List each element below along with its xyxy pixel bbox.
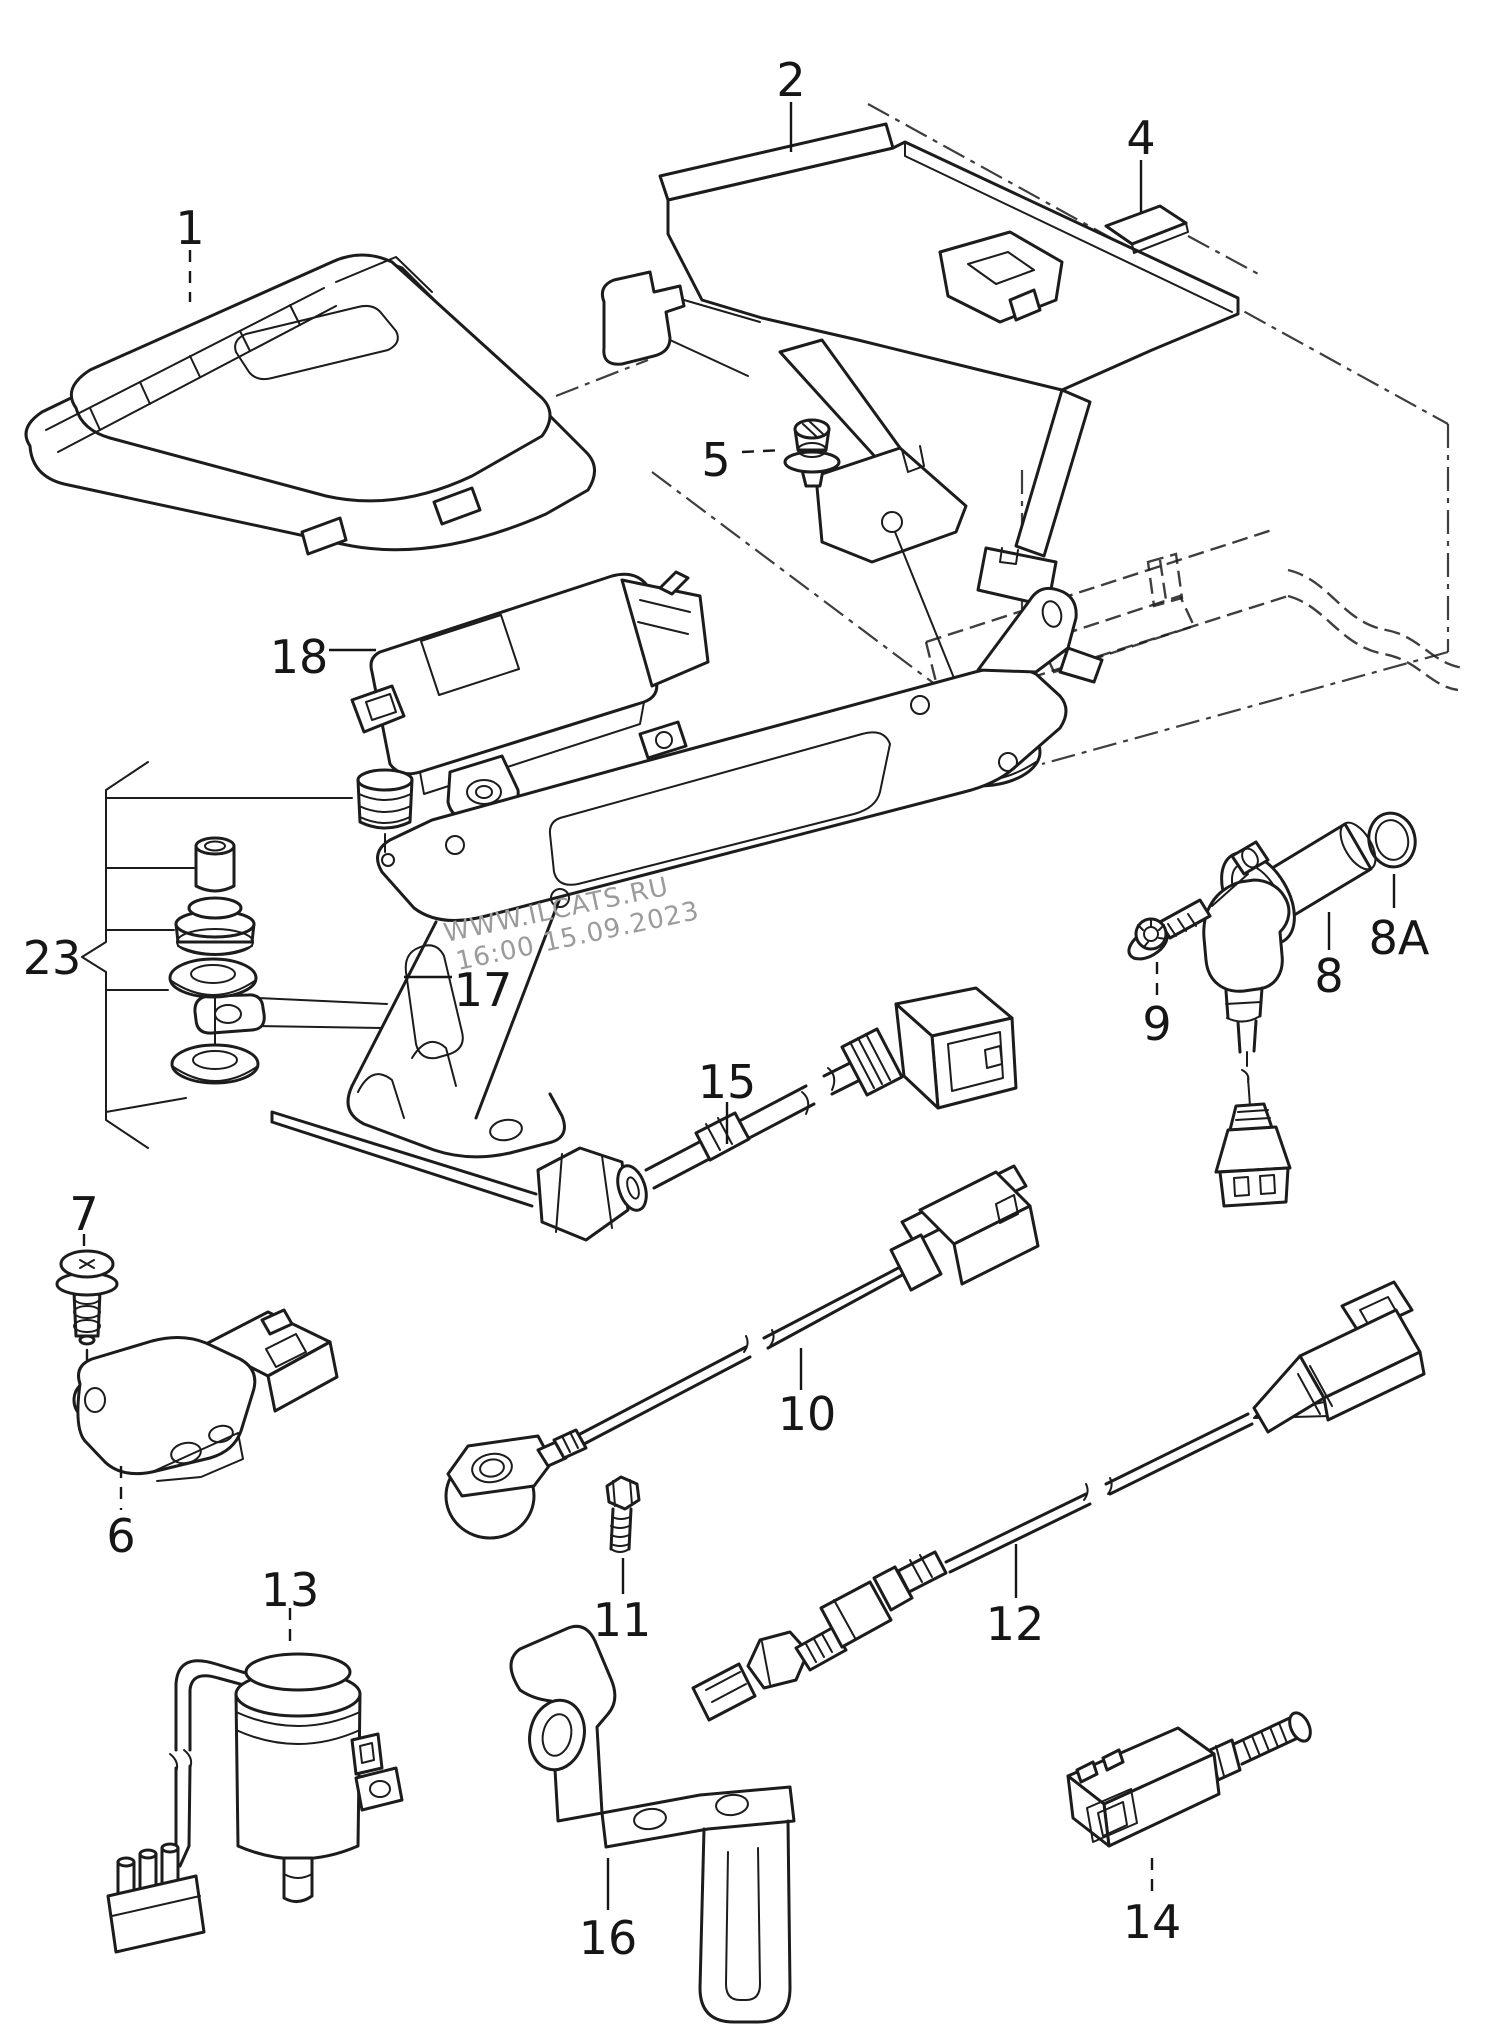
callout-5: 5 — [701, 433, 730, 487]
part-17-sensor-bracket — [193, 586, 1104, 1159]
callout-15: 15 — [698, 1055, 757, 1109]
callout-23: 23 — [23, 931, 82, 985]
part-14-brake-switch — [1066, 1711, 1312, 1848]
callout-9: 9 — [1142, 997, 1171, 1051]
part-13-vacuum-reservoir — [106, 1652, 404, 1954]
ribbed-grommet — [356, 768, 414, 853]
callout-8: 8 — [1314, 949, 1343, 1003]
callout-14: 14 — [1123, 1895, 1182, 1949]
part-4-adhesive-pad — [1104, 204, 1189, 254]
part-18-control-module — [350, 570, 710, 820]
callout-10: 10 — [778, 1387, 837, 1441]
part-16-bracket — [509, 1624, 796, 2024]
callout-6: 6 — [106, 1509, 135, 1563]
part-23-grommet-set — [81, 761, 414, 1149]
part-6-pressure-sensor — [72, 1308, 339, 1482]
part-2-mounting-bracket — [600, 122, 1240, 788]
part-10-knock-sensor — [444, 1164, 1040, 1540]
part-11-bolt — [605, 1475, 641, 1553]
callout-13: 13 — [261, 1563, 320, 1617]
callout-11: 11 — [593, 1593, 652, 1647]
part-15-exhaust-sensor — [270, 986, 1018, 1242]
rubber-buffer — [174, 896, 256, 956]
part-7-screw — [55, 1249, 119, 1394]
callout-leader-5 — [741, 448, 785, 454]
callout-7: 7 — [69, 1187, 98, 1241]
callout-12: 12 — [986, 1597, 1045, 1651]
part-5-push-pin — [783, 418, 841, 488]
part-9-bolt — [1127, 873, 1249, 961]
callout-16: 16 — [579, 1911, 638, 1965]
part-12-lambda-probe — [691, 1280, 1426, 1722]
ring-grommet — [168, 957, 258, 999]
lower-ring-grommet — [170, 1043, 260, 1085]
spacer-sleeve — [194, 836, 236, 893]
callout-17: 17 — [454, 963, 513, 1017]
callout-8A: 8A — [1369, 911, 1430, 965]
callout-2: 2 — [776, 53, 805, 107]
callout-4: 4 — [1126, 111, 1155, 165]
part-1-engine-control-unit — [24, 253, 596, 556]
part-8a-o-ring — [1367, 811, 1417, 869]
callout-1: 1 — [175, 201, 204, 255]
connector-3pin — [106, 1842, 206, 1954]
group-bracket-23 — [81, 761, 149, 1149]
part-8-crankshaft-sensor — [1127, 811, 1417, 1208]
callout-18: 18 — [270, 630, 329, 684]
